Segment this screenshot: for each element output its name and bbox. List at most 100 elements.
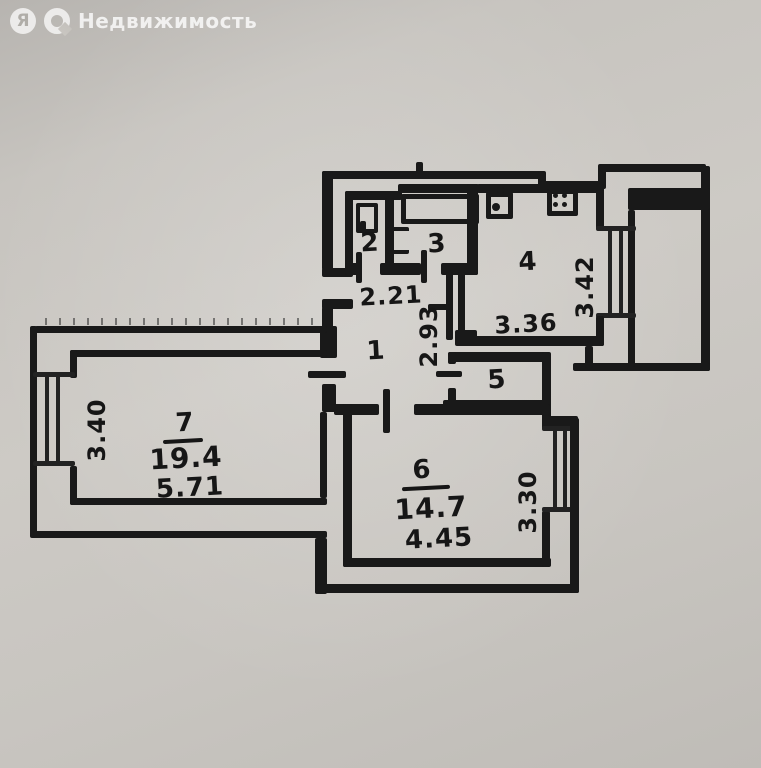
room-4-number: 4	[517, 246, 539, 278]
wall-segment	[334, 404, 346, 415]
wall-segment	[600, 164, 706, 172]
room-1-number: 1	[365, 335, 387, 367]
stove-burner-icon	[562, 202, 567, 207]
stove-burner-icon	[553, 193, 558, 198]
room6-bottom-wall-inner	[343, 558, 551, 567]
room6-left-wall	[343, 404, 352, 567]
wall-segment	[598, 164, 606, 189]
wall-segment	[380, 263, 421, 275]
kitchen-top-wall	[477, 184, 604, 193]
kitchen-window-sill	[596, 313, 636, 318]
room7-top-wall-outer	[35, 326, 327, 333]
wall-segment	[322, 171, 544, 179]
wall-segment	[345, 263, 359, 275]
kitchen-sink-icon	[486, 192, 513, 219]
hall-kitchen-wall	[458, 272, 465, 340]
room5-left-wall	[448, 388, 456, 409]
balcony-left-wall	[628, 210, 635, 367]
wall-segment	[315, 538, 327, 594]
room-4-depth: 3.42	[571, 255, 599, 319]
wall-notch	[416, 162, 423, 173]
hall-room7-wall	[322, 384, 336, 412]
room5-door-mark	[436, 371, 462, 377]
room6-door-mark	[383, 389, 390, 433]
room6-window	[553, 426, 557, 511]
room7-left-wall-inner	[70, 350, 77, 378]
bath-right-wall	[467, 184, 478, 275]
kitchen-right-wall	[596, 190, 604, 230]
kitchen-window	[608, 226, 612, 318]
room7-window	[56, 372, 60, 466]
washbasin-icon	[387, 227, 409, 254]
entrance-door-jamb	[322, 268, 353, 277]
yandex-logo-icon: Я	[10, 8, 36, 34]
bath-top-wall	[398, 184, 479, 193]
balcony-outer-wall	[701, 166, 710, 371]
room6-right-wall-inner	[542, 415, 550, 430]
wall-hatching	[45, 318, 320, 325]
entrance-door-jamb	[322, 299, 353, 309]
room7-window-sill	[33, 372, 75, 377]
wall-segment	[322, 307, 333, 332]
room-3-number: 3	[426, 228, 448, 260]
kitchen-bottom-wall	[455, 336, 604, 346]
room7-right-wall	[320, 412, 327, 498]
room-5-number: 5	[486, 364, 508, 396]
room-7-width: 5.71	[155, 471, 225, 505]
room7-bottom-wall-outer	[33, 531, 327, 538]
room7-window	[45, 372, 49, 466]
wc-door-mark	[356, 252, 362, 283]
kitchen-right-wall	[596, 316, 604, 346]
balcony-bottom-wall	[573, 363, 710, 371]
room-6-depth: 3.30	[514, 470, 542, 534]
wc-top-wall	[345, 191, 402, 200]
room-6-number: 6	[411, 454, 433, 486]
bath-door-mark	[421, 250, 427, 283]
room7-door-mark	[308, 371, 346, 378]
wall-segment	[322, 171, 333, 270]
wall-segment	[585, 346, 593, 368]
room7-top-wall-inner	[70, 350, 327, 357]
room6-right-wall-outer	[570, 418, 579, 593]
room5-right-wall	[542, 352, 551, 418]
kitchen-tap-icon	[497, 187, 504, 193]
room-6-width: 4.45	[404, 522, 474, 556]
bathtub-icon	[401, 194, 479, 224]
toilet-icon	[356, 203, 378, 233]
brand-name: Недвижимость	[78, 9, 258, 33]
kitchen-sink-drain-icon	[492, 203, 500, 211]
room-1-width: 2.21	[358, 280, 424, 312]
room6-bottom-wall-outer	[318, 584, 579, 593]
room6-top-wall	[414, 404, 550, 415]
logo-letter: Я	[16, 11, 30, 31]
kitchen-window-sill	[596, 226, 636, 231]
wall-segment	[542, 416, 578, 428]
room5-left-wall	[448, 352, 456, 364]
room6-window	[563, 426, 567, 511]
room7-window-sill	[33, 461, 75, 466]
kitchen-window	[619, 226, 623, 318]
stove-burner-icon	[553, 202, 558, 207]
stove-burner-icon	[562, 193, 567, 198]
room-2-number: 2	[359, 227, 381, 259]
room7-left-wall-outer	[30, 326, 37, 538]
room7-bottom-wall-inner	[70, 498, 327, 505]
wc-left-wall	[345, 191, 353, 275]
room7-left-wall-inner	[70, 466, 77, 505]
room6-window-sill	[542, 426, 578, 431]
room5-top-wall	[448, 352, 548, 362]
toilet-icon	[360, 221, 366, 233]
room-6-area: 14.7	[393, 489, 469, 527]
room-7-depth: 3.40	[83, 398, 111, 462]
door-mark	[428, 304, 450, 310]
wall-segment	[538, 171, 546, 189]
room-4-width: 3.36	[493, 308, 559, 340]
room6-window-sill	[542, 507, 578, 512]
room6-top-wall	[343, 404, 379, 415]
room6-right-wall-inner	[542, 511, 550, 567]
brand-watermark: Я Недвижимость	[10, 8, 258, 37]
room-1-depth: 2.93	[415, 304, 443, 368]
stove-icon	[547, 189, 578, 216]
room-7-number: 7	[174, 407, 196, 439]
